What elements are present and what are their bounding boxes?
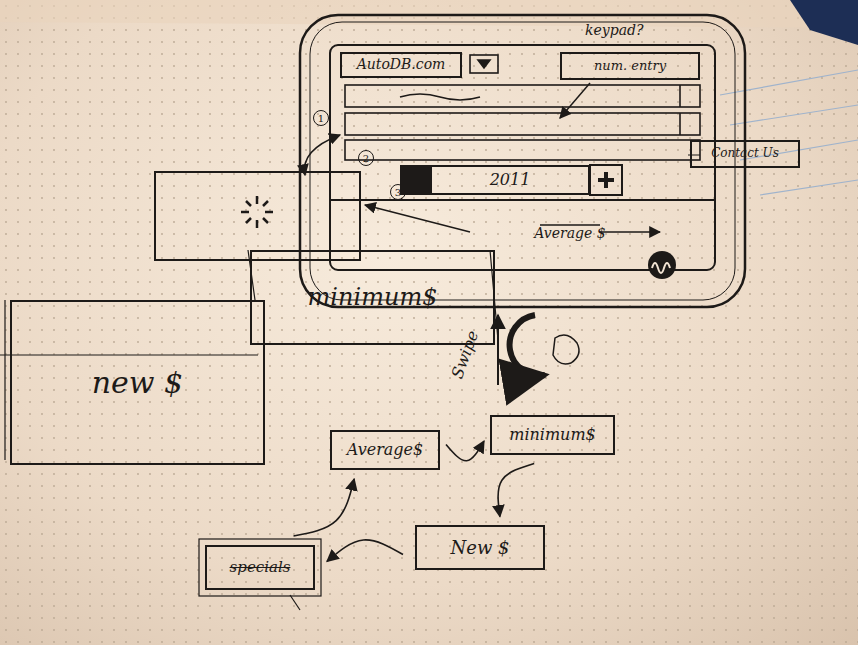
state-box: specials: [205, 545, 315, 590]
node-text: minimum$: [308, 284, 438, 310]
flow-arrow: [446, 441, 484, 461]
node-text: Average $: [534, 226, 605, 241]
node-text: minimum$: [509, 426, 596, 444]
hand-symbol: [553, 335, 579, 364]
leader-line: [560, 83, 590, 118]
node-text: 2011: [490, 171, 531, 189]
screen-band: minimum$: [250, 250, 495, 345]
transition-arrow: [365, 205, 470, 232]
sketch-stroke: [0, 300, 258, 460]
callout-number: 3: [390, 184, 406, 200]
dropdown-rows: [345, 55, 700, 160]
flow-arrow: [294, 479, 355, 536]
notebook-lines: [720, 70, 858, 195]
sketch-stroke: [248, 250, 498, 340]
flow-arrow: [327, 540, 403, 561]
input-box: num. entry: [560, 52, 700, 80]
state-box: Average$: [330, 430, 440, 470]
notebook-cover: [790, 0, 858, 45]
callout-number: 1: [313, 110, 329, 126]
loading-box: [155, 172, 360, 260]
home-button: [648, 251, 676, 279]
node-text: num. entry: [594, 59, 666, 73]
phone-outline: [300, 15, 745, 307]
home-button-mark: [652, 263, 670, 273]
node-text: AutoDB.com: [357, 57, 446, 72]
header-bar: AutoDB.com: [340, 52, 462, 78]
node-text: new $: [92, 366, 183, 399]
sketch-stroke: [290, 595, 300, 610]
flow-arrow: [498, 463, 534, 516]
price-panel: Average $: [470, 205, 670, 263]
transition-arrow: [304, 135, 340, 175]
node-text: Contact Us: [711, 147, 779, 160]
screen-divider: [330, 199, 715, 201]
decrement-button: [400, 165, 430, 195]
screen-band: new $: [10, 300, 265, 465]
increment-button: [590, 165, 622, 195]
year-selector: 2011: [430, 165, 590, 195]
rotate-gesture-arrow: [510, 315, 545, 375]
state-box: minimum$: [490, 415, 615, 455]
node-text: specials: [230, 559, 291, 576]
button-box: Contact Us: [690, 140, 800, 168]
node-text: Average$: [347, 441, 424, 459]
plus-symbol: [598, 172, 614, 188]
state-box: New $: [415, 525, 545, 570]
phone-outline-inner: [310, 22, 735, 300]
annotation-note: keypad?: [585, 22, 643, 38]
phone-screen: [330, 45, 715, 270]
node-text: New $: [451, 538, 510, 558]
loading-spinner: [241, 196, 273, 228]
sketch-stroke: [199, 539, 321, 596]
callout-number: 2: [358, 150, 374, 166]
